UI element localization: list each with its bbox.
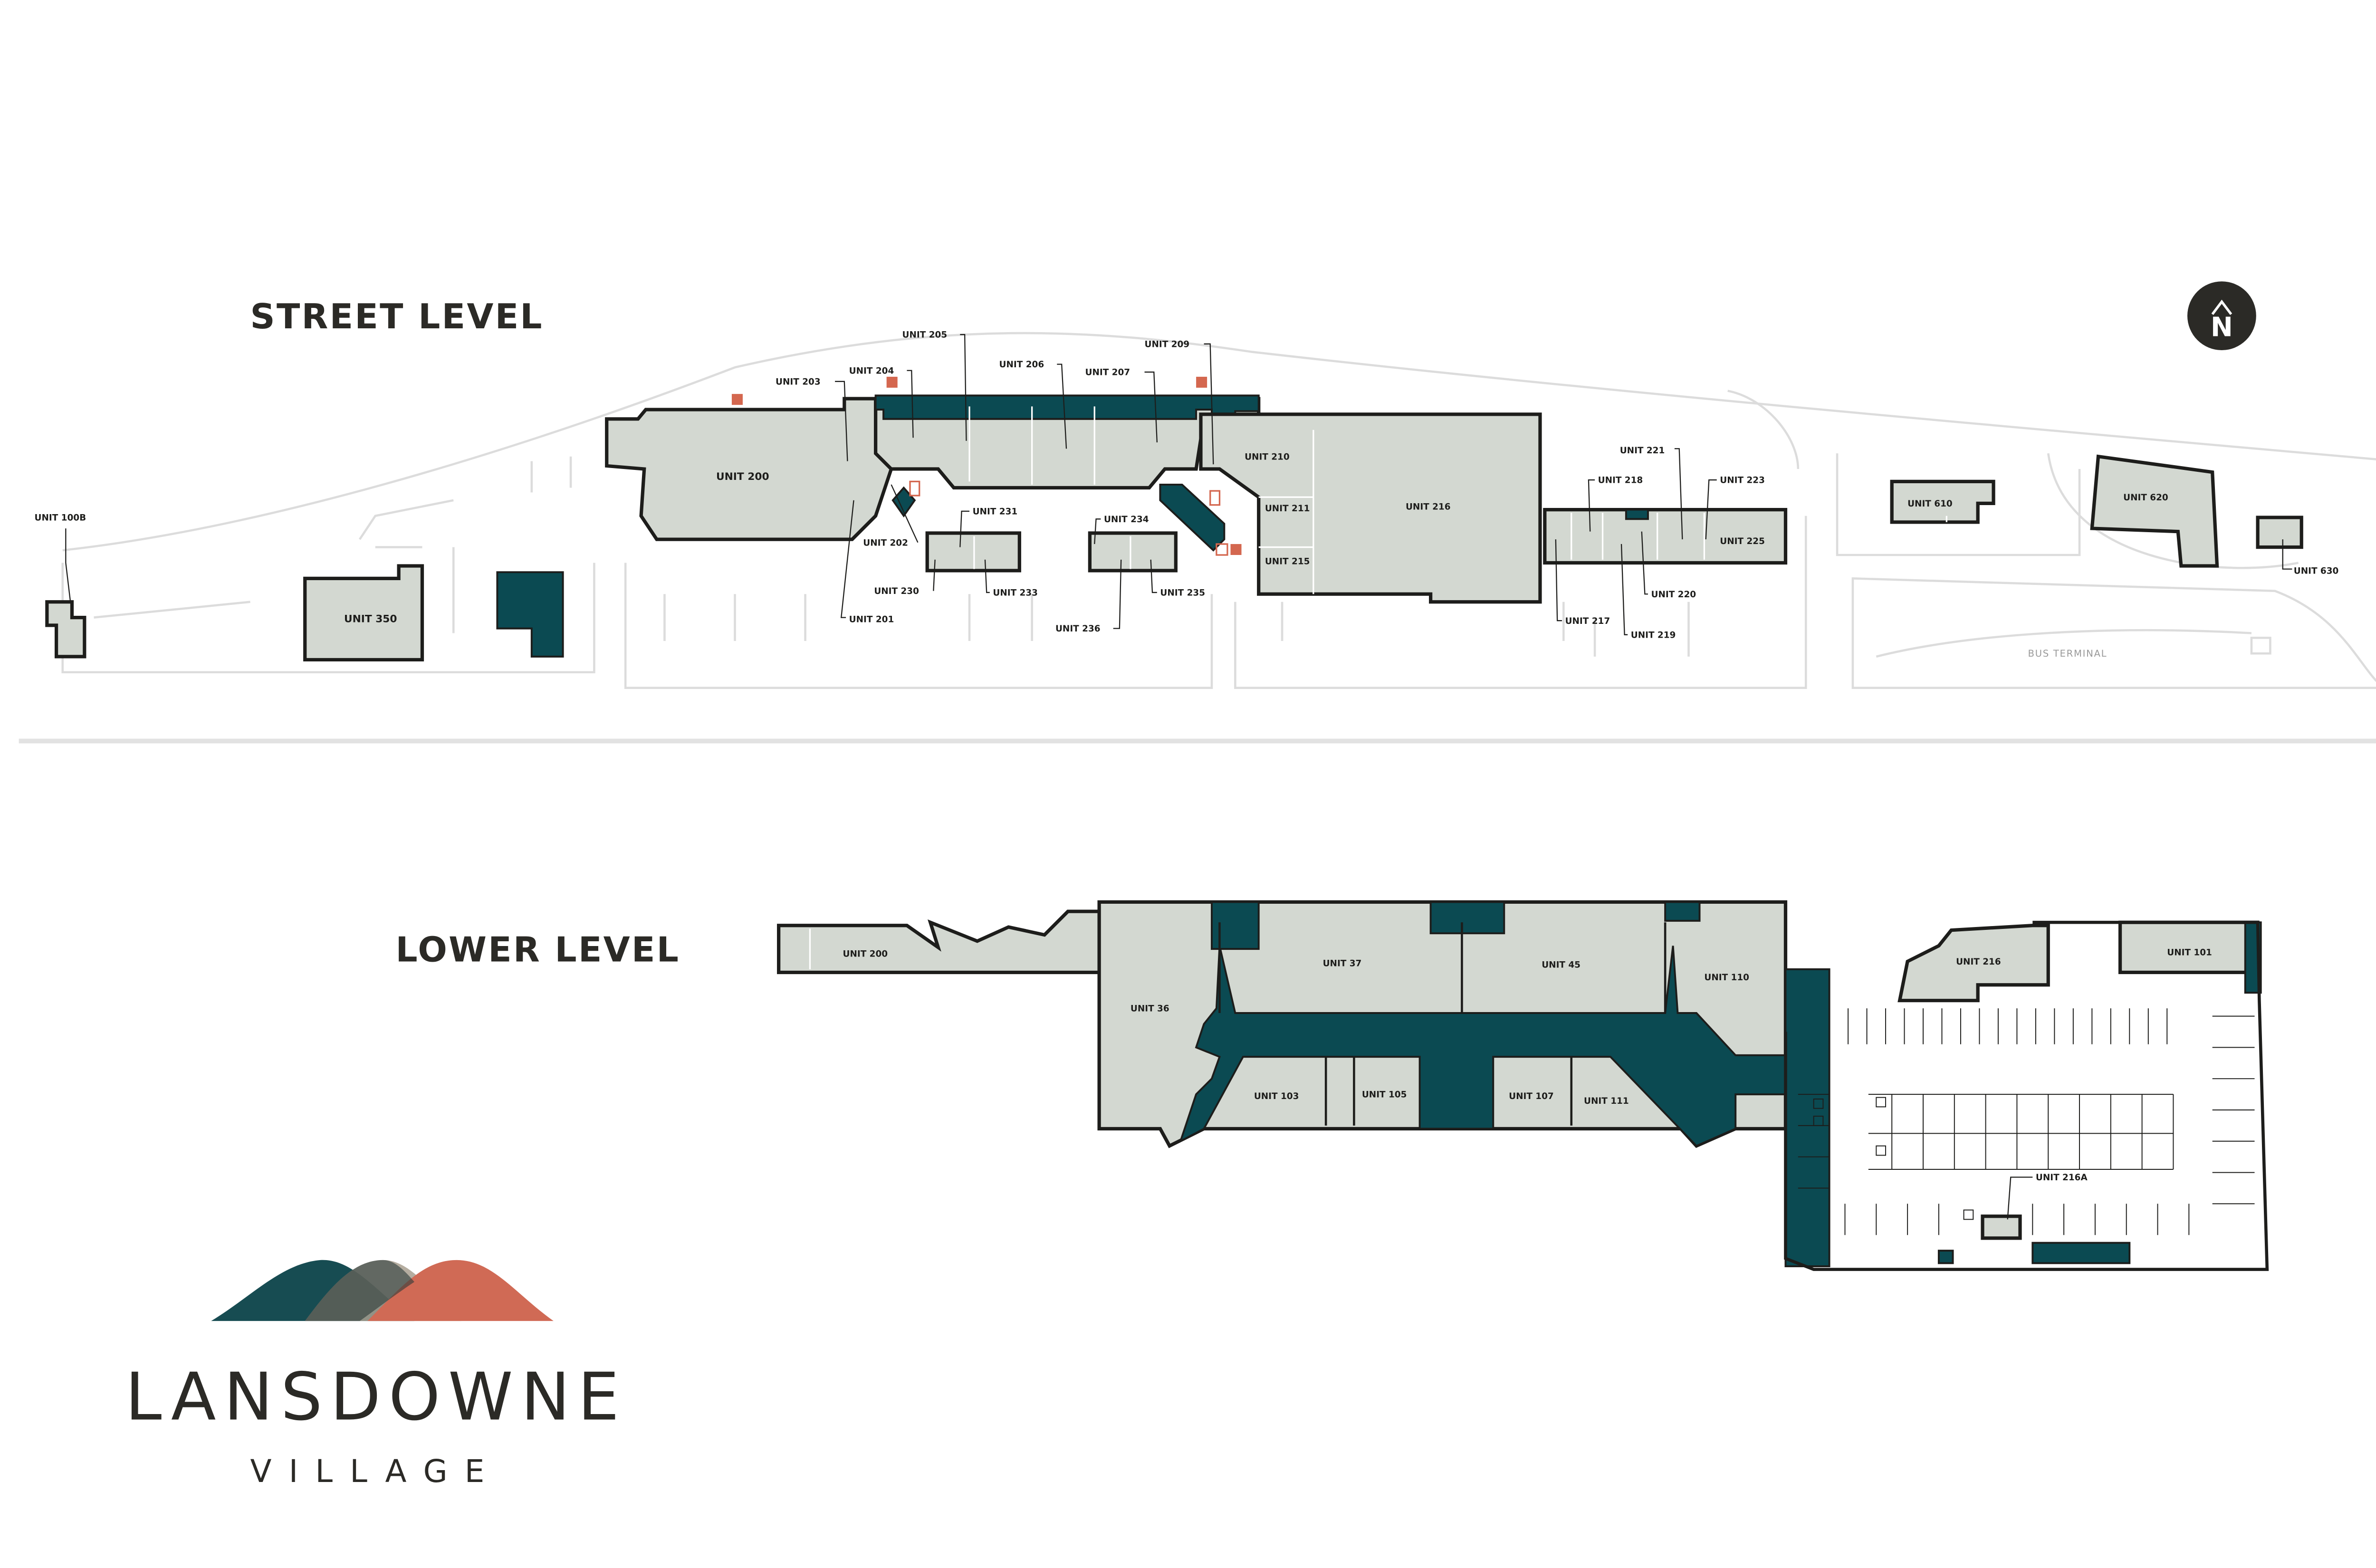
common-area-block (496, 571, 564, 658)
lower-central-corridor (1178, 946, 1787, 1147)
elevator-icon (909, 480, 920, 497)
units-230-233-block (925, 531, 1021, 573)
unit-label: UNIT 100B (35, 513, 86, 523)
fire-exit-icon (886, 376, 898, 388)
street-leader-lines (65, 334, 2292, 635)
elevator-icon (1209, 490, 1221, 506)
unit-label: UNIT 235 (1160, 588, 1205, 598)
lower-unit-216a-shape (1981, 1214, 2022, 1240)
street-level-buildings (45, 394, 2303, 662)
unit-label: UNIT 236 (1055, 624, 1101, 634)
roads-street-level (61, 332, 2376, 689)
units-217-225-block (1543, 507, 1788, 565)
accessible-parking-icon (1876, 1145, 1887, 1156)
unit-label: UNIT 231 (973, 507, 1018, 516)
accessible-parking-icon (1813, 1116, 1824, 1126)
accessible-parking-icons (1813, 1097, 1974, 1220)
unit-label: UNIT 201 (849, 614, 894, 624)
unit-label: UNIT 216 (1406, 502, 1451, 512)
unit-label: UNIT 203 (776, 377, 821, 387)
parking-garage-outline (1784, 920, 2269, 1271)
unit-label: UNIT 37 (1323, 958, 1362, 968)
parking-stalls (1798, 1008, 2255, 1235)
logo-line1: LANSDOWNE (125, 1358, 627, 1435)
unit-label: UNIT 205 (902, 330, 948, 340)
unit-label: UNIT 206 (999, 360, 1044, 370)
unit-label: UNIT 216A (2036, 1173, 2088, 1183)
unit-label: UNIT 207 (1085, 368, 1130, 378)
unit-label: UNIT 200 (843, 949, 888, 959)
unit-label: UNIT 230 (874, 586, 919, 596)
street-level-title: STREET LEVEL (250, 297, 544, 337)
lansdowne-village-logo: LANSDOWNE VILLAGE (125, 1260, 627, 1490)
unit-620-shape (2090, 454, 2219, 568)
unit-label: UNIT 234 (1104, 515, 1149, 525)
unit-label: UNIT 204 (849, 366, 894, 376)
unit-label: UNIT 630 (2294, 566, 2339, 576)
unit-label: UNIT 209 (1145, 339, 1190, 349)
unit-350-shape (303, 564, 424, 662)
unit-label: UNIT 105 (1362, 1090, 1407, 1100)
unit-216a-leader (2007, 1176, 2033, 1220)
units-210-216-block (1199, 412, 1542, 604)
unit-label: UNIT 45 (1542, 960, 1581, 970)
street-unit-labels: UNIT 100B UNIT 350 UNIT 200 UNIT 203 UNI… (35, 330, 2339, 659)
unit-label: UNIT 217 (1565, 616, 1610, 626)
unit-100b-shape (45, 600, 86, 659)
accessible-parking-icon (1813, 1098, 1824, 1109)
fire-exit-icon (731, 394, 743, 405)
lower-unit-labels: UNIT 200 UNIT 36 UNIT 37 UNIT 45 UNIT 11… (843, 947, 2212, 1183)
fire-exit-icon (1196, 376, 1207, 388)
unit-label: UNIT 103 (1254, 1091, 1299, 1101)
unit-label: UNIT 111 (1584, 1096, 1629, 1106)
unit-label: UNIT 219 (1631, 630, 1676, 640)
logo-line2: VILLAGE (250, 1453, 502, 1490)
street-icons (731, 376, 1242, 556)
lower-stair-core-2 (1664, 901, 1701, 922)
unit-label: UNIT 215 (1265, 557, 1310, 567)
parking-service-room (1937, 1250, 1954, 1264)
unit-label: UNIT 218 (1598, 476, 1643, 486)
unit-610-shape (1890, 479, 1995, 524)
unit-label: UNIT 200 (716, 471, 769, 483)
bus-terminal-label: BUS TERMINAL (2028, 648, 2107, 659)
unit-label: UNIT 202 (863, 538, 908, 548)
accessible-parking-icon (1963, 1209, 1974, 1220)
north-arrow-icon: N (2187, 281, 2256, 350)
unit-label: UNIT 110 (1704, 973, 1749, 983)
unit-label: UNIT 610 (1907, 499, 1953, 509)
unit-label: UNIT 211 (1265, 504, 1310, 514)
lower-unit-216-shape (1897, 924, 2050, 1003)
unit-label: UNIT 225 (1720, 536, 1765, 546)
unit-label: UNIT 210 (1245, 452, 1290, 462)
unit-200-block (605, 397, 893, 541)
lower-service-core (1429, 901, 1505, 935)
fire-exit-icon (1230, 544, 1242, 555)
unit-label: UNIT 216 (1956, 957, 2001, 967)
units-234-236-block (1088, 531, 1178, 573)
escalator-icon (1216, 543, 1228, 556)
unit-label: UNIT 620 (2123, 493, 2168, 503)
unit-label: UNIT 221 (1620, 446, 1665, 456)
lower-level-buildings (777, 900, 2269, 1271)
unit-label: UNIT 36 (1131, 1004, 1169, 1014)
parking-service-rooms (2031, 1242, 2131, 1264)
unit-label: UNIT 223 (1720, 476, 1765, 486)
lower-unit-200-shape (777, 909, 1101, 975)
north-label: N (2211, 312, 2233, 343)
unit-630-shape (2256, 516, 2303, 549)
unit-label: UNIT 107 (1509, 1091, 1554, 1101)
unit-label: UNIT 101 (2167, 947, 2212, 957)
unit-label: UNIT 233 (993, 588, 1038, 598)
angled-kiosk (1159, 483, 1226, 552)
unit-label: UNIT 220 (1651, 590, 1696, 600)
unit-label: UNIT 350 (344, 613, 397, 625)
accessible-parking-icon (1876, 1097, 1887, 1108)
lower-level-title: LOWER LEVEL (396, 930, 680, 970)
service-room (1625, 508, 1649, 520)
